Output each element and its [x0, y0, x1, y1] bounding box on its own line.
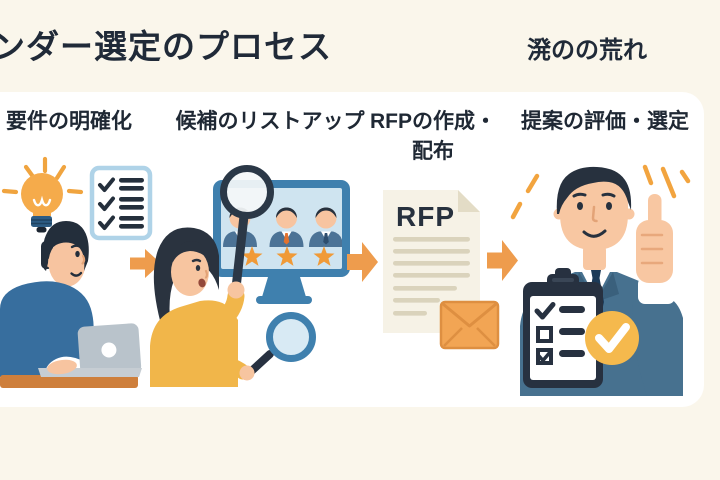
checklist-icon [89, 165, 153, 241]
step-label-3-line2: 配布 [412, 140, 454, 163]
rfp-document-icon: RFP [383, 190, 480, 333]
arrow-right-icon-2 [347, 242, 378, 282]
page-title: ンダー選定のプロセス [0, 28, 332, 65]
step-label-3-line1: RFPの作成・ [370, 110, 496, 133]
step4-illustration [510, 164, 691, 396]
step1-illustration [0, 156, 153, 388]
clipboard-checklist-icon [523, 268, 603, 388]
step-label-4: 提案の評価・選定 [521, 110, 689, 133]
sparkle-lines [510, 164, 691, 220]
desk [0, 375, 138, 388]
person-at-laptop [0, 221, 94, 377]
hand [47, 359, 77, 375]
thumbs-up-icon [632, 194, 683, 396]
laptop-icon [0, 323, 142, 388]
lower-hand [239, 365, 255, 381]
step2-illustration [150, 165, 350, 387]
step3-illustration: RFP [383, 190, 500, 350]
magnifier-small-icon [220, 312, 316, 381]
lightbulb-icon [1, 156, 84, 233]
raised-fist [227, 281, 245, 299]
rating-stars [241, 246, 335, 266]
person-searching [150, 227, 245, 387]
arrow-right-icon-1 [130, 249, 161, 278]
arrow-right-icon-3 [487, 240, 518, 281]
magnifier-large-icon [220, 165, 274, 299]
rfp-doc-label: RFP [396, 201, 455, 232]
check-badge-icon [585, 311, 639, 365]
step-label-2: 候補のリストアップ [175, 110, 365, 133]
step-label-3: RFPの作成・ 配布 [366, 107, 500, 167]
envelope-icon [439, 300, 500, 350]
page-subtitle: 溌のの荒れ [527, 37, 647, 64]
step-label-1: 要件の明確化 [6, 110, 132, 133]
